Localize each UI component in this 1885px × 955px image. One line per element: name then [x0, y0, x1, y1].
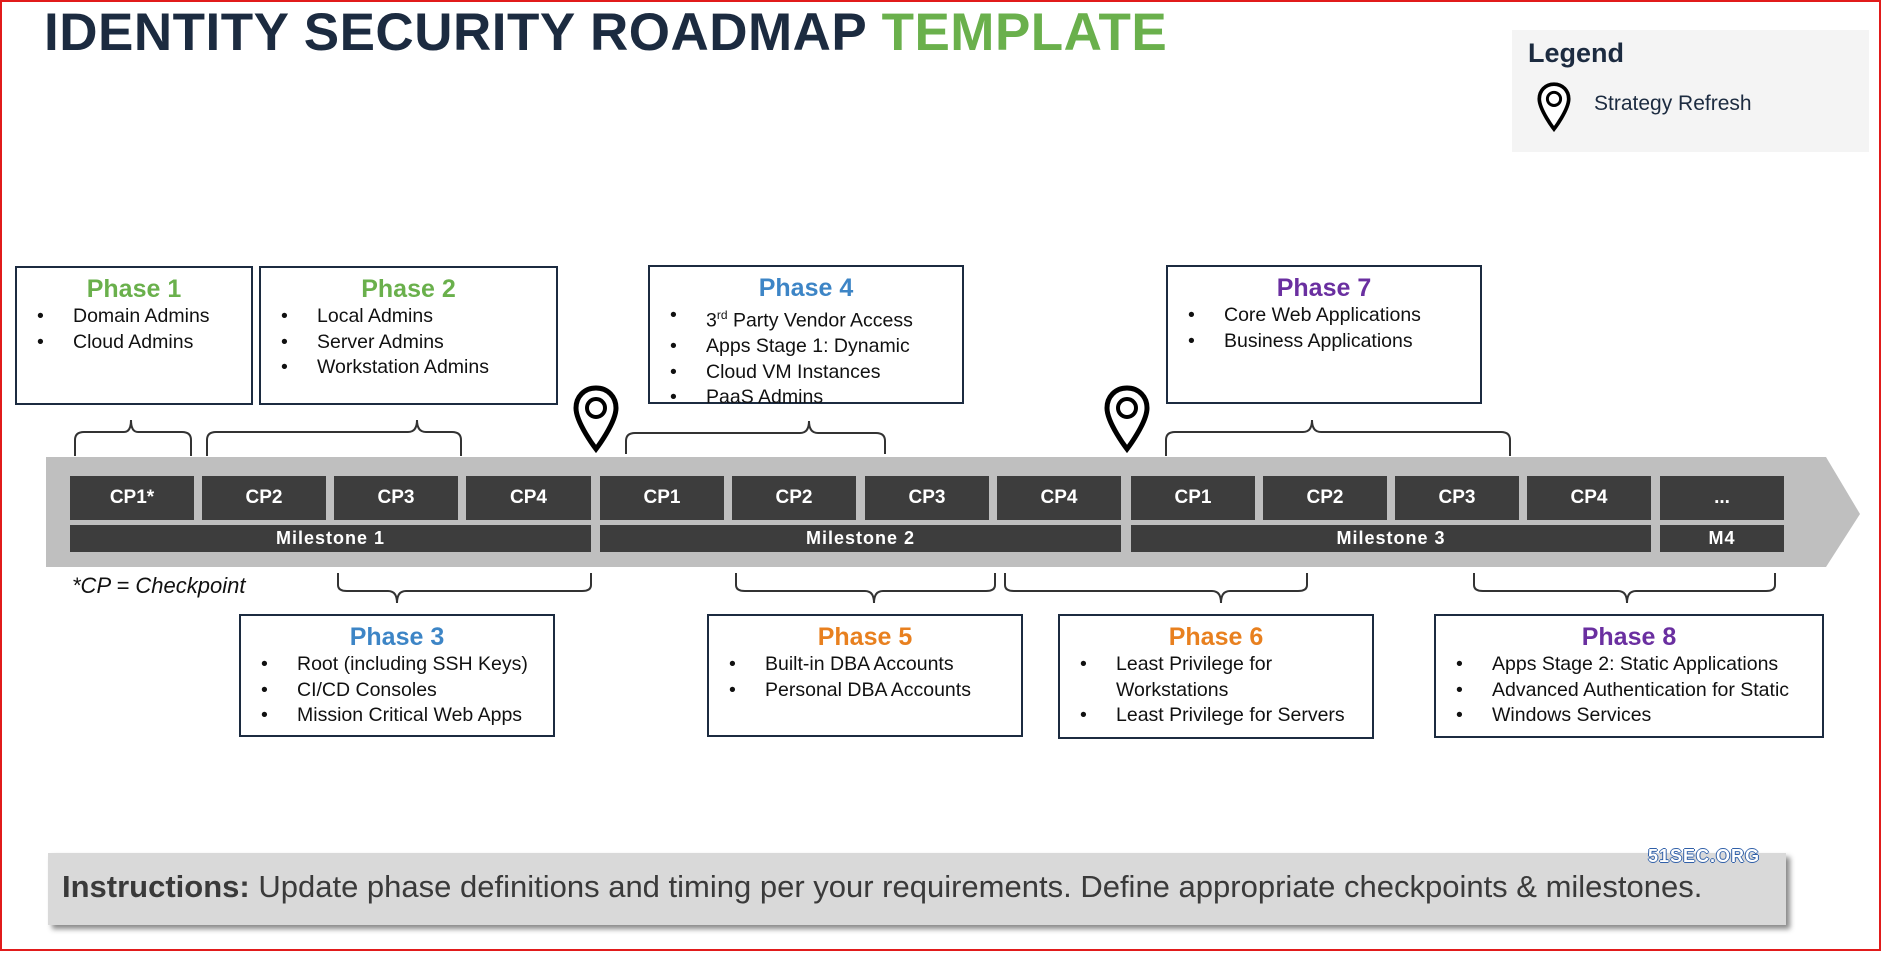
bracket-phase8	[1473, 573, 1776, 604]
phase-item: Advanced Authentication for Static	[1456, 678, 1822, 704]
phase-4-box: Phase 4 3rd Party Vendor Access Apps Sta…	[648, 265, 964, 410]
phase-6-box: Phase 6 Least Privilege for Workstations…	[1058, 614, 1374, 739]
checkpoint-m3-cp4: CP4	[1527, 476, 1651, 520]
phase-item: Apps Stage 2: Static Applications	[1456, 652, 1822, 678]
phase-title: Phase 6	[1168, 623, 1264, 651]
instructions-bar: Instructions: Update phase definitions a…	[48, 853, 1786, 925]
bracket-phase4	[625, 420, 886, 454]
phase-title: Phase 8	[1581, 623, 1677, 651]
map-pin-icon	[1104, 385, 1150, 454]
phase-item: Business Applications	[1188, 329, 1480, 355]
checkpoint-m2-cp2: CP2	[732, 476, 856, 520]
bracket-phase2	[206, 419, 462, 456]
phase-item: Personal DBA Accounts	[729, 678, 1021, 704]
legend: Legend Strategy Refresh	[1512, 30, 1869, 152]
milestone-4: M4	[1660, 525, 1784, 552]
checkpoint-m3-cp1: CP1	[1131, 476, 1255, 520]
phase-item: Cloud Admins	[37, 330, 251, 356]
phase-item: Root (including SSH Keys)	[261, 652, 553, 678]
checkpoint-m3-cp2: CP2	[1263, 476, 1387, 520]
phase-title: Phase 4	[758, 274, 854, 302]
legend-title: Legend	[1528, 38, 1625, 68]
phase-item: PaaS Admins	[670, 385, 962, 411]
phase-7-box: Phase 7 Core Web Applications Business A…	[1166, 265, 1482, 404]
phase-item: Cloud VM Instances	[670, 360, 962, 386]
checkpoint-m2-cp3: CP3	[865, 476, 989, 520]
phase-item: Server Admins	[281, 330, 556, 356]
bracket-phase3	[337, 573, 592, 604]
checkpoint-m4: ...	[1660, 476, 1784, 520]
phase-5-box: Phase 5 Built-in DBA Accounts Personal D…	[707, 614, 1023, 737]
milestone-3: Milestone 3	[1131, 525, 1651, 552]
bracket-phase5	[735, 573, 996, 604]
phase-title: Phase 1	[86, 275, 182, 303]
phase-item: Mission Critical Web Apps	[261, 703, 553, 729]
title-part2: TEMPLATE	[881, 3, 1168, 62]
milestone-2: Milestone 2	[600, 525, 1121, 552]
checkpoint-m2-cp4: CP4	[997, 476, 1121, 520]
checkpoint-m1-cp3: CP3	[334, 476, 458, 520]
checkpoint-note: *CP = Checkpoint	[72, 573, 246, 598]
checkpoint-m2-cp1: CP1	[600, 476, 724, 520]
phase-item: CI/CD Consoles	[261, 678, 553, 704]
phase-title: Phase 2	[361, 275, 456, 303]
checkpoint-m1-cp2: CP2	[202, 476, 326, 520]
phase-item: Least Privilege for Servers	[1080, 703, 1372, 729]
phase-1-box: Phase 1 Domain Admins Cloud Admins	[15, 266, 253, 405]
checkpoint-m1-cp4: CP4	[466, 476, 591, 520]
map-pin-icon	[1537, 82, 1571, 137]
bracket-phase1	[74, 419, 192, 456]
bracket-phase7	[1165, 419, 1511, 456]
phase-item: Built-in DBA Accounts	[729, 652, 1021, 678]
phase-item: Domain Admins	[37, 304, 251, 330]
phase-item: Local Admins	[281, 304, 556, 330]
checkpoint-m3-cp3: CP3	[1395, 476, 1519, 520]
instructions-label: Instructions:	[62, 869, 250, 904]
checkpoint-m1-cp1: CP1*	[70, 476, 194, 520]
title-part1: IDENTITY SECURITY ROADMAP	[44, 3, 867, 62]
phase-title: Phase 5	[817, 623, 913, 651]
phase-8-box: Phase 8 Apps Stage 2: Static Application…	[1434, 614, 1824, 738]
phase-item: Core Web Applications	[1188, 303, 1480, 329]
phase-title: Phase 7	[1276, 274, 1372, 302]
instructions-text: Instructions: Update phase definitions a…	[62, 869, 1703, 904]
phase-title: Phase 3	[349, 623, 445, 651]
legend-label: Strategy Refresh	[1594, 92, 1752, 115]
milestone-1: Milestone 1	[70, 525, 591, 552]
phase-item: Windows Services	[1456, 703, 1822, 729]
phase-item: 3rd Party Vendor Access	[670, 303, 962, 334]
page-title: IDENTITY SECURITY ROADMAP TEMPLATE	[44, 2, 1167, 63]
map-pin-icon	[573, 385, 619, 454]
brackets	[74, 419, 1776, 604]
phase-item: Workstation Admins	[281, 355, 556, 381]
watermark: 51SEC.ORG	[1648, 846, 1761, 866]
bracket-phase6	[1004, 573, 1308, 604]
phase-item: Least Privilege for Workstations	[1080, 652, 1372, 703]
phase-item: Apps Stage 1: Dynamic	[670, 334, 962, 360]
phase-3-box: Phase 3 Root (including SSH Keys) CI/CD …	[239, 614, 555, 737]
phase-2-box: Phase 2 Local Admins Server Admins Works…	[259, 266, 558, 405]
